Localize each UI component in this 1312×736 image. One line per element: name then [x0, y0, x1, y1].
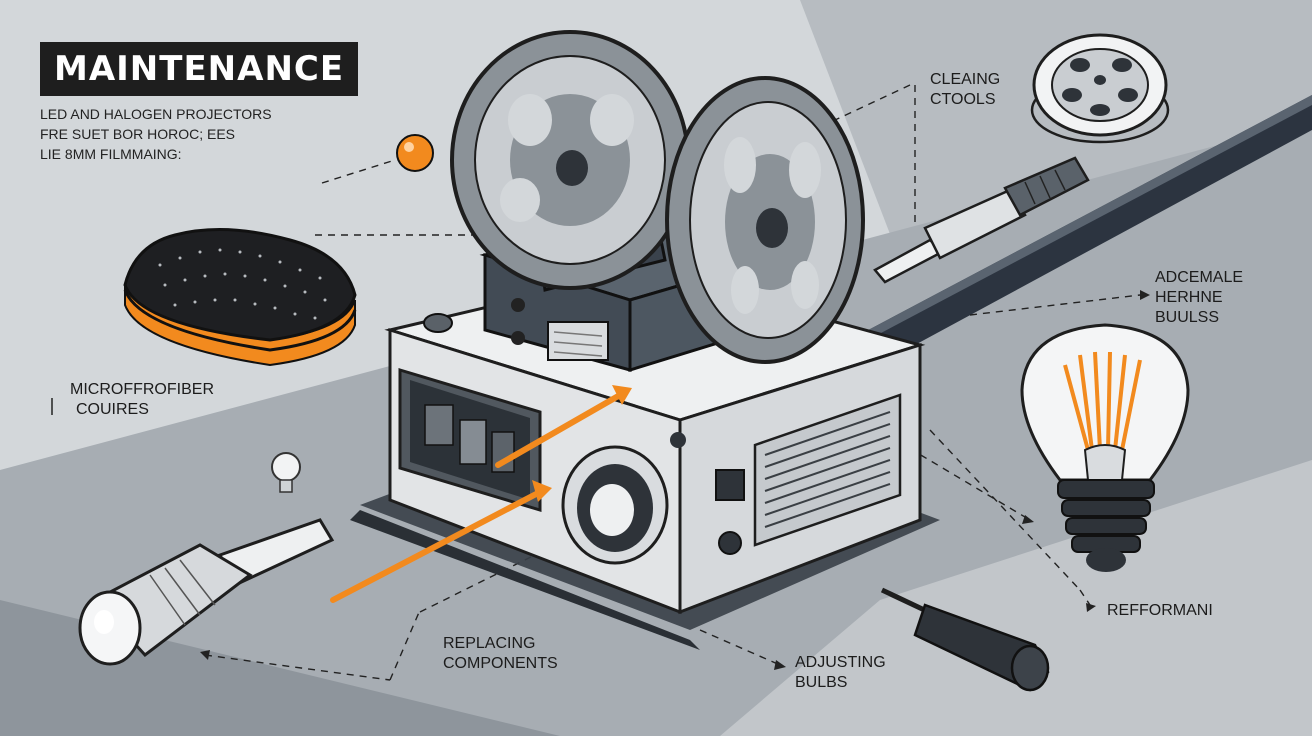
subtitle-line: LED AND HALOGEN PROJECTORS — [40, 106, 272, 122]
callout-line: MICROFFROFIBER — [70, 381, 214, 398]
cleaning-disc-icon — [1030, 33, 1170, 144]
callout-line: COUIRES — [76, 401, 149, 418]
callout-microfiber: MICROFFROFIBER COUIRES — [70, 380, 214, 420]
callout-adjusting: ADJUSTING BULBS — [795, 653, 886, 693]
long-rod — [840, 95, 1312, 372]
callout-line: ADJUSTING — [795, 654, 886, 671]
callout-performance: REFFORMANI — [1107, 602, 1213, 619]
filament-bulb-icon — [1020, 323, 1190, 572]
callout-line: COMPONENTS — [443, 655, 558, 672]
callout-line: HERHNE — [1155, 289, 1223, 306]
projector-icon — [384, 268, 926, 615]
orange-arrows — [330, 392, 623, 603]
microfiber-cloth-icon — [123, 228, 357, 367]
callout-bulbs-top: ADCEMALE HERHNE BUULSS — [1155, 268, 1243, 328]
callout-line: BULBS — [795, 674, 848, 691]
small-bulb-icon — [271, 452, 301, 493]
callout-line: CTOOLS — [930, 91, 996, 108]
callout-line: BUULSS — [1155, 309, 1220, 326]
callout-line: REPLACING — [443, 635, 536, 652]
callout-line: CLEAING — [930, 71, 1001, 88]
subtitle: LED AND HALOGEN PROJECTORS FRE SUET BOR … — [40, 104, 272, 164]
subtitle-line: LIE 8MM FILMMAING: — [40, 146, 182, 162]
callout-cleaning-tools: CLEAING CTOOLS — [930, 70, 1000, 110]
page-title: MAINTENANCE — [54, 49, 345, 89]
callout-replacing: REPLACING COMPONENTS — [443, 634, 558, 674]
screwdriver-icon — [880, 587, 1050, 692]
title-banner: MAINTENANCE — [40, 42, 359, 96]
callout-line: ADCEMALE — [1155, 269, 1244, 286]
film-reel-icon — [665, 76, 865, 364]
screwdriver-icon — [873, 156, 1090, 284]
flashlight-icon — [78, 518, 335, 666]
film-reel-icon — [450, 30, 690, 290]
subtitle-line: FRE SUET BOR HOROC; EES — [40, 126, 235, 142]
orange-ball-icon — [396, 134, 434, 172]
